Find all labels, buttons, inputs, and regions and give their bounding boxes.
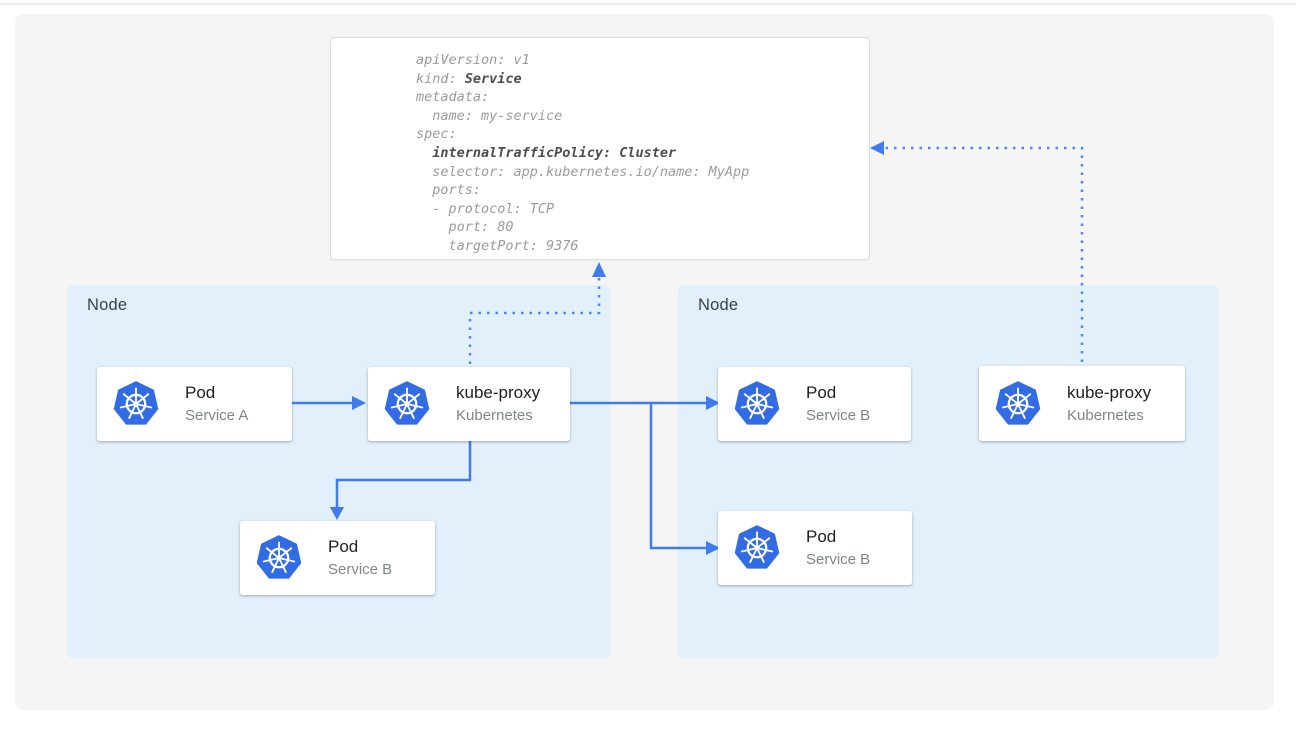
- card-subtitle: Service B: [806, 551, 871, 568]
- kubernetes-icon: [256, 535, 302, 579]
- service-yaml-card: apiVersion: v1 kind: Service metadata: n…: [330, 37, 870, 260]
- card-subtitle: Service B: [328, 561, 393, 578]
- kubernetes-icon: [113, 381, 159, 425]
- yaml-code-line: spec:: [416, 126, 457, 143]
- yaml-code-line: targetPort: 9376: [416, 237, 579, 254]
- top-divider: [0, 3, 1296, 5]
- yaml-code-line: kind: Service: [416, 70, 522, 87]
- yaml-code-line: metadata:: [416, 89, 490, 106]
- node-box-right: Node: [678, 285, 1218, 658]
- node-label: Node: [698, 296, 739, 314]
- node-label: Node: [87, 296, 128, 314]
- yaml-code-line: port: 80: [416, 219, 514, 236]
- card-subtitle: Kubernetes: [1067, 406, 1144, 424]
- yaml-code-line: internalTrafficPolicy: Cluster: [432, 144, 677, 161]
- card-title: Pod: [806, 527, 837, 546]
- card-subtitle: Kubernetes: [456, 407, 533, 424]
- pod-service-b-right-bottom-card: Pod Service B: [718, 511, 912, 585]
- pod-service-a-card: Pod Service A: [97, 367, 292, 441]
- kubernetes-icon: [384, 381, 430, 425]
- card-title: kube-proxy: [1067, 382, 1152, 402]
- pod-service-b-right-top-card: Pod Service B: [718, 367, 911, 441]
- card-title: kube-proxy: [456, 383, 541, 402]
- card-title: Pod: [806, 383, 837, 402]
- kubernetes-icon: [734, 381, 780, 425]
- yaml-code-line: selector: app.kubernetes.io/name: MyApp: [416, 163, 750, 180]
- yaml-code-line: name: my-service: [416, 107, 563, 124]
- card-subtitle: Service A: [185, 407, 249, 424]
- kube-proxy-left-card: kube-proxy Kubernetes: [368, 367, 570, 441]
- kube-proxy-right-card: kube-proxy Kubernetes: [979, 366, 1185, 441]
- card-title: Pod: [328, 537, 359, 556]
- node-box-left: Node: [67, 285, 610, 658]
- kubernetes-icon: [995, 380, 1041, 425]
- card-title: Pod: [185, 383, 216, 402]
- pod-service-b-left-card: Pod Service B: [240, 521, 435, 595]
- yaml-code-line: apiVersion: v1: [416, 52, 530, 68]
- kubernetes-icon: [734, 525, 780, 569]
- yaml-code-line: - protocol: TCP: [416, 200, 555, 217]
- card-subtitle: Service B: [806, 407, 871, 424]
- yaml-code-line: ports:: [416, 182, 482, 199]
